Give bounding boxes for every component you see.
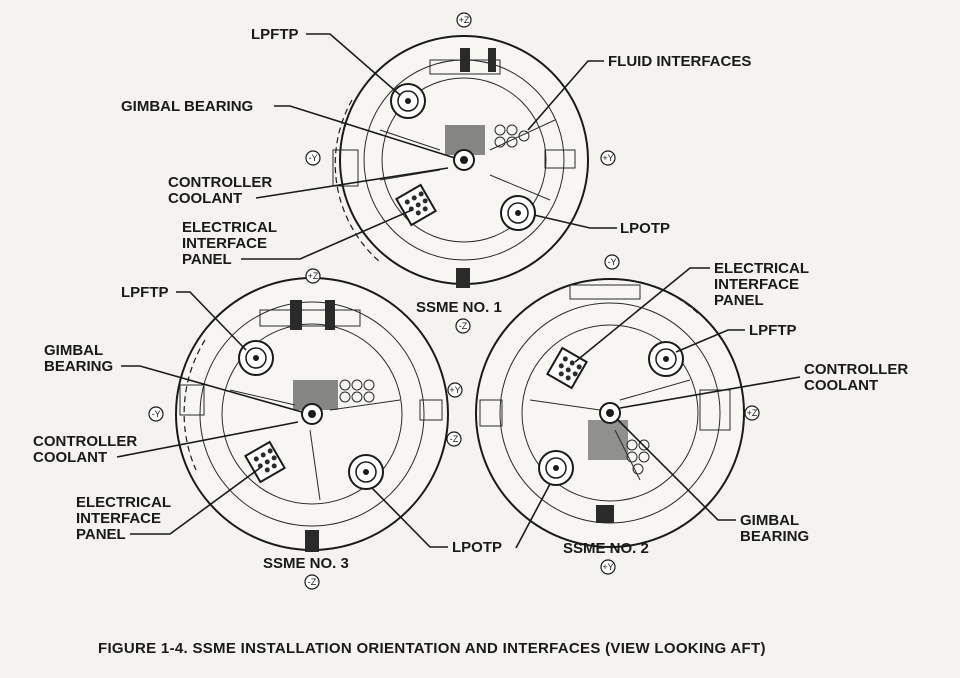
engine-2-gimbal-bearing-label-1: GIMBAL	[740, 512, 799, 529]
engine-1-controller-coolant-leader	[255, 167, 449, 199]
engine-3-electrical-label-3: PANEL	[76, 526, 126, 543]
engine-3-lpotp-leader	[371, 487, 448, 548]
engine-2-lpotp-leader-link	[515, 483, 551, 549]
engine-1-lpotp-pump	[500, 195, 536, 231]
engine-2-lpftp-label: LPFTP	[749, 322, 797, 339]
engine-2-lpftp-leader	[675, 329, 745, 353]
engine-2-lpftp-pump	[648, 341, 684, 377]
engine-3-lpftp-pump	[238, 340, 274, 376]
svg-text:+Y: +Y	[602, 562, 613, 572]
svg-text:-Z: -Z	[308, 577, 317, 587]
engine-3-lpotp-pump	[348, 454, 384, 490]
engine-1-lpftp-leader	[306, 33, 401, 96]
engine-2-controller-coolant-label-1: CONTROLLER	[804, 361, 908, 378]
engine-1: +Z -Z -Y +Y LPFTP FLUID INTERFACES GIMBA…	[121, 12, 751, 334]
engine-2-electrical-label-2: INTERFACE	[714, 276, 799, 293]
engine-1-fluid-interfaces-label: FLUID INTERFACES	[608, 53, 751, 70]
engine-3-lpotp-label: LPOTP	[452, 539, 502, 556]
engine-1-electrical-label-3: PANEL	[182, 251, 232, 268]
engine-1-axis-top: +Z	[456, 12, 472, 28]
engine-2-name: SSME NO. 2	[563, 540, 649, 557]
engine-2-axis-top: -Y	[604, 254, 620, 270]
engine-1-gimbal-bearing-label: GIMBAL BEARING	[121, 98, 253, 115]
engine-1-electrical-label-1: ELECTRICAL	[182, 219, 277, 236]
engine-3: +Z -Z -Y +Y LPFTP GIMBAL BEARING CONTROL…	[33, 268, 502, 590]
engine-2-axis-left: -Z	[446, 431, 462, 447]
engine-1-gimbal-bearing	[453, 149, 475, 171]
engine-2-lpotp-pump	[538, 450, 574, 486]
engine-2-electrical-label-3: PANEL	[714, 292, 764, 309]
engine-2-axis-bottom: +Y	[600, 559, 616, 575]
engine-1-gimbal-leader	[274, 105, 456, 159]
engine-3-gimbal-bearing	[301, 403, 323, 425]
engine-3-gimbal-leader	[121, 365, 303, 413]
svg-text:+Z: +Z	[308, 271, 319, 281]
engine-2-dashed-arc	[639, 281, 701, 316]
engine-2-gimbal-bearing	[599, 402, 621, 424]
engine-2-electrical-label-1: ELECTRICAL	[714, 260, 809, 277]
engine-1-axis-right: +Y	[600, 150, 616, 166]
svg-text:+Z: +Z	[459, 15, 470, 25]
engine-3-electrical-label-1: ELECTRICAL	[76, 494, 171, 511]
engine-3-detail	[179, 300, 443, 552]
engine-1-controller-coolant-label-1: CONTROLLER	[168, 174, 272, 191]
svg-text:-Z: -Z	[459, 321, 468, 331]
engine-3-lpftp-label: LPFTP	[121, 284, 169, 301]
engine-2-electrical-panel	[546, 346, 588, 390]
svg-text:+Y: +Y	[602, 153, 613, 163]
engine-3-axis-left: -Y	[148, 406, 164, 422]
engine-2-axis-right: +Z	[744, 405, 760, 421]
engine-3-lpftp-leader	[176, 291, 247, 351]
engine-2: -Y +Y -Z +Z ELECTRICAL INTERFACE PANEL L…	[446, 254, 908, 575]
engine-2-controller-coolant-label-2: COOLANT	[804, 377, 878, 394]
engine-1-lpotp-leader	[533, 214, 617, 229]
engine-1-dashed-arc	[334, 99, 381, 263]
engine-3-controller-coolant-label-2: COOLANT	[33, 449, 107, 466]
engine-1-lpotp-label: LPOTP	[620, 220, 670, 237]
svg-text:+Z: +Z	[747, 408, 758, 418]
engine-2-gimbal-leader	[617, 419, 736, 521]
engine-1-electrical-label-2: INTERFACE	[182, 235, 267, 252]
engine-1-fluid-interfaces-leader	[527, 60, 604, 131]
engine-1-axis-left: -Y	[305, 150, 321, 166]
engine-3-electrical-label-2: INTERFACE	[76, 510, 161, 527]
figure-caption: FIGURE 1-4. SSME INSTALLATION ORIENTATIO…	[98, 640, 766, 657]
engine-3-electrical-leader	[130, 467, 261, 535]
engine-3-gimbal-bearing-label-1: GIMBAL	[44, 342, 103, 359]
engine-1-lpftp-label: LPFTP	[251, 26, 299, 43]
svg-text:-Z: -Z	[450, 434, 459, 444]
engine-1-electrical-panel	[395, 183, 437, 227]
engine-3-controller-coolant-leader	[116, 421, 299, 458]
engine-1-name: SSME NO. 1	[416, 299, 502, 316]
engine-3-gimbal-bearing-label-2: BEARING	[44, 358, 113, 375]
engine-2-controller-coolant-leader	[619, 376, 801, 409]
engine-1-controller-coolant-label-2: COOLANT	[168, 190, 242, 207]
engine-3-axis-right: +Y	[447, 382, 463, 398]
engine-1-lpftp-pump	[390, 83, 426, 119]
engine-2-electrical-leader	[574, 267, 710, 363]
svg-text:-Y: -Y	[309, 153, 318, 163]
engine-2-detail	[479, 284, 731, 524]
engine-1-electrical-leader	[241, 209, 413, 260]
engine-3-controller-coolant-label-1: CONTROLLER	[33, 433, 137, 450]
engine-3-axis-bottom: -Z	[304, 574, 320, 590]
svg-text:+Y: +Y	[449, 385, 460, 395]
svg-text:-Y: -Y	[152, 409, 161, 419]
engine-3-axis-top: +Z	[305, 268, 321, 284]
engine-3-name: SSME NO. 3	[263, 555, 349, 572]
engine-1-detail	[332, 48, 576, 288]
engine-2-gimbal-bearing-label-2: BEARING	[740, 528, 809, 545]
engine-1-axis-bottom: -Z	[455, 318, 471, 334]
svg-text:-Y: -Y	[608, 257, 617, 267]
